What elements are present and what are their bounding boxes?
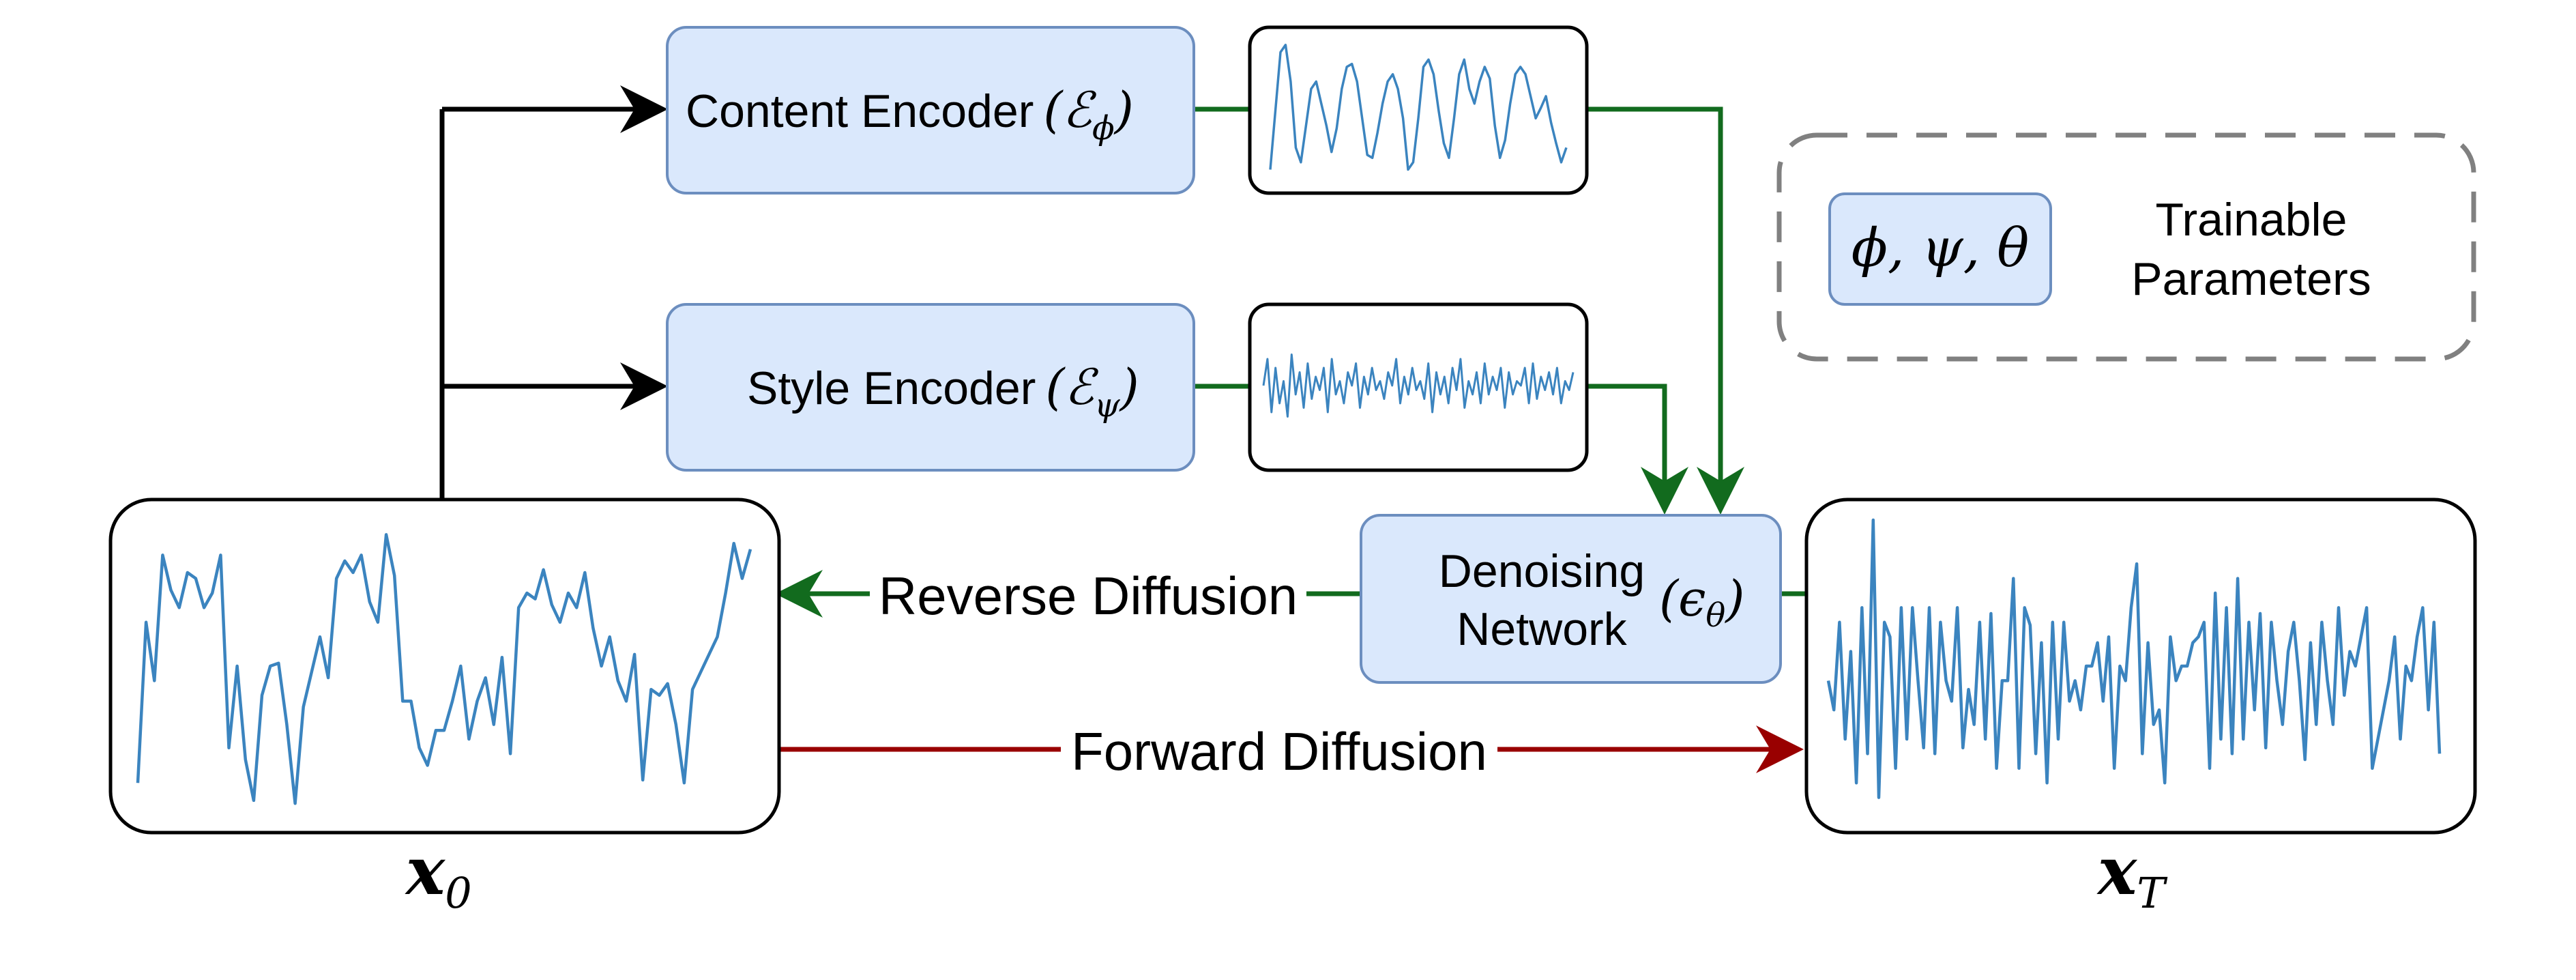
style-signal-waveform bbox=[1262, 354, 1575, 418]
x0-label: x0 bbox=[405, 833, 472, 918]
content-signal-waveform bbox=[1269, 44, 1568, 171]
style-encoder-box bbox=[666, 303, 1195, 472]
xT-label: xT bbox=[2096, 833, 2168, 918]
x0-node: x0 bbox=[108, 498, 781, 918]
content-to-denoiser-arrow bbox=[1587, 106, 1744, 515]
style-signal-node bbox=[1248, 302, 1589, 472]
content-encoder-box bbox=[666, 26, 1195, 194]
legend-border bbox=[1776, 132, 2476, 362]
denoising-network-label-line1: Denoising bbox=[1439, 545, 1645, 597]
denoising-network-box bbox=[1360, 514, 1782, 684]
x0-signal-waveform bbox=[136, 533, 752, 805]
content-encoder-node: Content Encoder(ℰϕ) bbox=[666, 26, 1195, 194]
xT-node: xT bbox=[1804, 498, 2477, 918]
reverse-diffusion-label: Reverse Diffusion bbox=[879, 566, 1298, 626]
legend-swatch-label: ϕ, ψ, θ bbox=[1852, 218, 2029, 279]
forward-diffusion-label: Forward Diffusion bbox=[1071, 721, 1487, 781]
legend-text-line1: Trainable bbox=[2156, 194, 2347, 246]
legend-text-line2: Parameters bbox=[2131, 253, 2371, 305]
style-encoder-node: Style Encoder(ℰψ) bbox=[666, 303, 1195, 472]
legend: ϕ, ψ, θ Trainable Parameters bbox=[1776, 132, 2476, 362]
denoising-network-symbol: (ϵθ) bbox=[1659, 570, 1744, 635]
legend-swatch bbox=[1828, 192, 2052, 306]
style-encoder-label: Style Encoder(ℰψ) bbox=[747, 358, 1139, 424]
x0-to-encoders-arrows bbox=[439, 85, 668, 498]
xT-signal-waveform bbox=[1826, 518, 2442, 799]
denoising-network-label-line2: Network bbox=[1457, 603, 1627, 655]
style-to-denoiser-arrow bbox=[1587, 384, 1688, 515]
green-connectors bbox=[775, 106, 1806, 618]
denoising-network-node: Denoising Network (ϵθ) bbox=[1360, 514, 1782, 684]
x0-box bbox=[108, 498, 781, 835]
content-encoder-label: Content Encoder(ℰϕ) bbox=[686, 81, 1134, 147]
content-signal-node bbox=[1248, 25, 1589, 195]
